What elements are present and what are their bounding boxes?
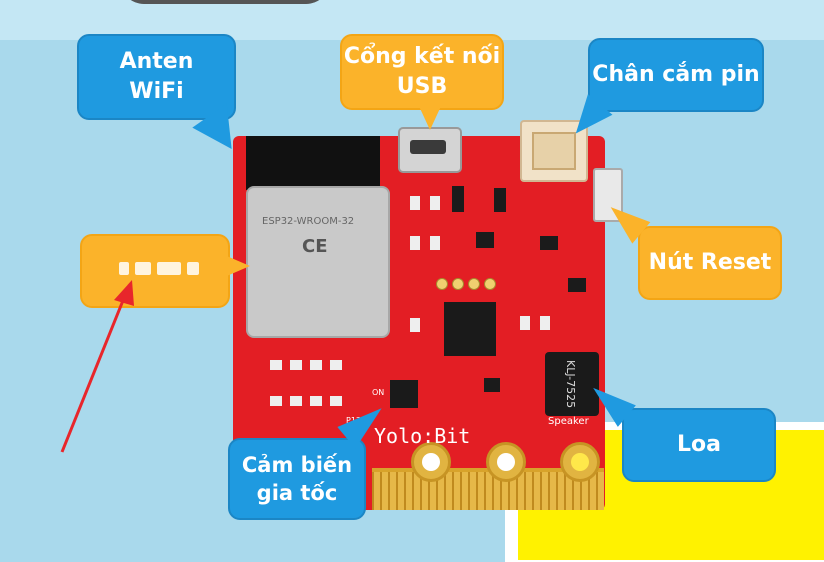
ce-mark: CE bbox=[302, 236, 328, 257]
reset-button bbox=[593, 168, 623, 222]
io-pad-2 bbox=[560, 442, 600, 482]
component bbox=[540, 236, 558, 250]
speaker-silk-label: Speaker bbox=[548, 416, 589, 427]
speaker-model: KLJ-7525 bbox=[564, 360, 577, 409]
io-pad-1 bbox=[486, 442, 526, 482]
microcontroller-chip bbox=[444, 302, 496, 356]
component bbox=[484, 378, 500, 392]
component bbox=[520, 316, 530, 330]
led bbox=[484, 278, 496, 290]
callout-cam-bien-gia-toc: Cảm biến gia tốc bbox=[228, 438, 366, 520]
on-label: ON bbox=[372, 388, 385, 397]
red-arrow bbox=[60, 280, 134, 453]
component bbox=[330, 396, 342, 406]
component bbox=[330, 360, 342, 370]
component bbox=[410, 236, 420, 250]
callout-usb: Cổng kết nối USB bbox=[340, 34, 504, 110]
callout-usb-label: Cổng kết nối USB bbox=[343, 44, 501, 99]
component bbox=[476, 232, 494, 248]
callout-tail bbox=[222, 254, 250, 278]
component bbox=[540, 316, 550, 330]
callout-cam-bien-gia-toc-label: Cảm biến gia tốc bbox=[241, 452, 353, 505]
battery-connector bbox=[520, 120, 588, 182]
led bbox=[452, 278, 464, 290]
arrow-head bbox=[114, 280, 134, 306]
callout-tail bbox=[418, 104, 442, 130]
wifi-antenna bbox=[246, 136, 380, 190]
callout-loa-label: Loa bbox=[677, 432, 721, 458]
battery-connector-socket bbox=[532, 132, 576, 170]
callout-loa: Loa bbox=[622, 408, 776, 482]
component bbox=[568, 278, 586, 292]
redacted-text bbox=[113, 258, 203, 280]
component bbox=[410, 196, 420, 210]
component bbox=[410, 318, 420, 332]
component bbox=[430, 196, 440, 210]
board-name: Yolo:Bit bbox=[374, 424, 471, 448]
accelerometer-chip bbox=[390, 380, 418, 408]
component bbox=[290, 360, 302, 370]
component bbox=[290, 396, 302, 406]
component bbox=[310, 360, 322, 370]
callout-nut-reset: Nút Reset bbox=[638, 226, 782, 300]
callout-nut-reset-label: Nút Reset bbox=[648, 250, 772, 276]
usb-slot bbox=[410, 140, 446, 154]
component bbox=[452, 186, 464, 212]
component bbox=[430, 236, 440, 250]
led bbox=[436, 278, 448, 290]
component bbox=[494, 188, 506, 212]
io-pad-0 bbox=[411, 442, 451, 482]
callout-anten-wifi-label: Anten WiFi bbox=[119, 49, 194, 104]
edge-connector-fingers bbox=[372, 472, 604, 510]
component bbox=[270, 360, 282, 370]
component bbox=[270, 396, 282, 406]
esp32-module bbox=[246, 186, 390, 338]
arrow-line bbox=[60, 297, 126, 453]
top-band bbox=[0, 0, 824, 40]
component bbox=[310, 396, 322, 406]
pin-label: P13 bbox=[346, 416, 362, 425]
top-decoration bbox=[120, 0, 330, 4]
callout-anten-wifi: Anten WiFi bbox=[77, 34, 236, 120]
callout-chan-cam-pin: Chân cắm pin bbox=[588, 38, 764, 112]
callout-chan-cam-pin-label: Chân cắm pin bbox=[592, 62, 760, 88]
speaker bbox=[545, 352, 599, 416]
esp32-label: ESP32-WROOM-32 bbox=[262, 216, 355, 227]
led bbox=[468, 278, 480, 290]
